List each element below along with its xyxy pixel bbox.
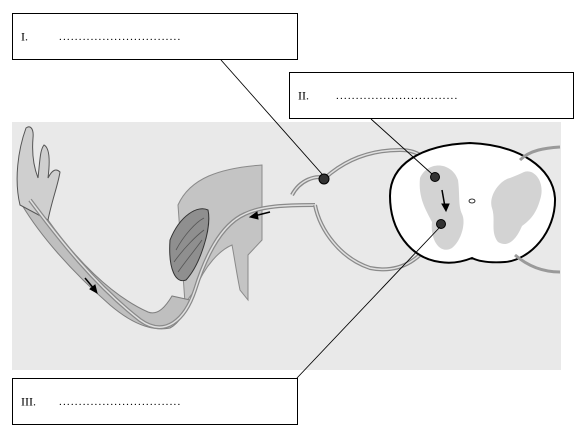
- interneuron-dot: [430, 172, 440, 182]
- direction-arrows: [84, 189, 450, 295]
- label-box-II: II. ...............................: [289, 72, 574, 119]
- spinal-cord-cross-section: [388, 141, 557, 264]
- label-box-I: I. ...............................: [12, 13, 298, 60]
- sensory-ganglion-dot: [318, 173, 330, 185]
- label-number-II: II.: [298, 88, 309, 102]
- answer-blank-III[interactable]: ...............................: [59, 395, 182, 408]
- hand-shape: [16, 126, 61, 221]
- label-box-III: III. ...............................: [12, 378, 298, 425]
- grey-matter: [419, 165, 464, 250]
- motor-neuron-dot: [436, 219, 446, 229]
- answer-blank-II[interactable]: ...............................: [336, 89, 459, 102]
- biceps-muscle: [169, 208, 210, 282]
- label-number-I: I.: [21, 29, 28, 43]
- leader-line-II: [370, 118, 433, 175]
- leader-line-I: [220, 59, 323, 175]
- leader-line-III: [296, 226, 441, 379]
- label-number-III: III.: [21, 394, 36, 408]
- answer-blank-I[interactable]: ...............................: [59, 30, 182, 43]
